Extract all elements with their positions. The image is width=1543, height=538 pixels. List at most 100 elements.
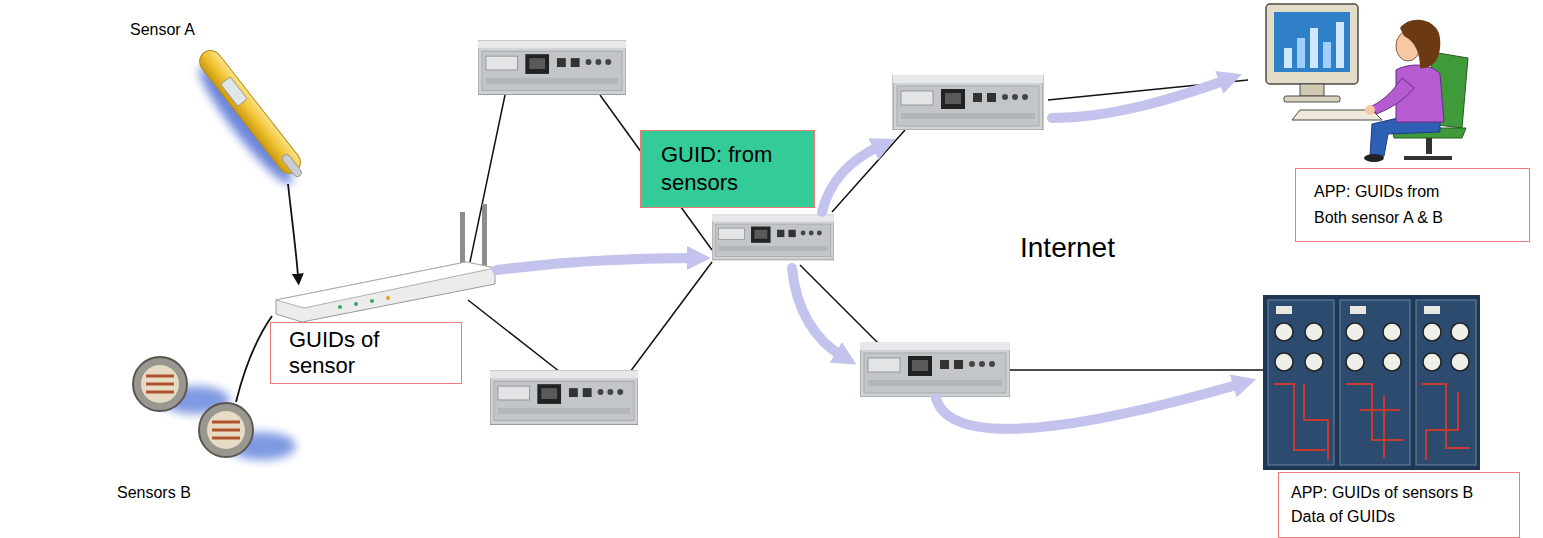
control-panel-photo [1305,353,1323,371]
wireless-router [386,296,390,300]
wireless-router [276,262,495,322]
control-panel-photo [1275,323,1469,371]
network-link [630,262,712,372]
data-flow-arrow [1052,80,1226,118]
node-label: Sensors B [117,484,191,502]
control-panel-photo [1423,353,1441,371]
control-panel-photo [1423,323,1441,341]
person-illustration [1300,84,1324,96]
network-link [468,300,560,372]
person-illustration [1323,42,1331,68]
node-label: APP: GUIDs from Both sensor A & B [1314,179,1469,231]
sensor-ellipse: Sensors B [22,372,330,534]
wireless-router [460,212,465,264]
control-panel-photo [1346,384,1404,440]
node-label: Internet [1020,232,1115,264]
light-sensor-photo [207,411,245,449]
control-panel-photo [1268,300,1334,465]
light-sensor-photo [133,357,296,460]
person-illustration [1400,20,1440,68]
wireless-router [354,302,358,306]
data-flow-arrow [497,80,1240,429]
control-panel-photo [1263,295,1480,470]
thermometer-photo [281,153,303,178]
control-panel-photo [1422,384,1470,448]
wireless-router [276,262,495,308]
control-panel-photo [1276,306,1292,314]
data-flow-arrow [497,258,694,270]
wireless-router [370,299,374,303]
control-panel-photo [1416,300,1476,465]
person-illustration [1266,4,1468,162]
thermometer-photo [195,46,305,178]
person-illustration [1372,78,1414,114]
control-panel-photo [1340,300,1410,465]
person-illustration [1404,156,1452,160]
router-device [490,370,638,424]
network-link [470,95,505,262]
sensor-link [236,184,298,402]
router-device [478,40,1043,424]
router-device [860,342,1010,397]
person-illustration [1284,96,1340,102]
light-sensor-photo [141,365,179,403]
control-panel-photo [1346,323,1364,341]
thermometer-photo [185,46,309,191]
person-illustration [1297,38,1305,68]
router-device [478,40,626,94]
control-panel-photo [1383,323,1401,341]
control-panel-photo [1274,384,1326,450]
data-flow-arrow [936,384,1240,429]
control-panel-photo [1275,353,1293,371]
wireless-router [338,305,342,309]
person-illustration [1336,22,1344,68]
guid-callout: GUIDs of sensor [270,322,462,384]
person-illustration [1274,12,1350,72]
sensor-ellipse-outline [23,373,329,533]
router-device [893,75,1043,130]
person-illustration [1364,154,1384,162]
control-panel-photo [1424,306,1440,314]
light-sensor-photo [199,403,253,457]
control-panel-photo [1350,306,1366,314]
internet-cloud-outline [380,0,1265,465]
router-device [712,215,834,260]
sensor-ellipse: Sensor A [22,3,318,189]
control-panel-photo [1304,384,1328,460]
person-illustration [1370,118,1440,156]
control-panel-photo [1383,353,1401,371]
control-panel-photo [1451,323,1469,341]
control-panel-photo [1263,295,1480,470]
sensor-link [288,184,298,276]
thermometer-photo [221,77,248,106]
person-illustration [1365,105,1375,115]
internet-cloud-outline [399,0,1262,475]
network-link [1008,369,1263,371]
light-sensor-photo [133,357,187,411]
person-illustration [1266,4,1358,84]
data-flow-arrow [792,268,842,356]
light-sensor-photo [146,376,174,392]
guid-callout: GUID: from sensors [640,130,815,208]
node-label: GUIDs of sensor [289,327,407,379]
sensor-ellipse-outline [23,4,317,188]
control-panel-photo [1360,396,1400,458]
light-sensor-photo [212,422,240,438]
node-label: APP: GUIDs of sensors B Data of GUIDs [1291,481,1507,529]
person-illustration [1426,138,1432,154]
control-panel-photo [1451,353,1469,371]
control-panel-photo [1346,353,1364,371]
internet-cloud: GUID: from sensorsInternet [380,0,1265,465]
node-label: Sensor A [130,21,195,39]
control-panel-photo [1426,392,1458,460]
sensor-ellipse-outline [22,372,330,534]
network-link [468,80,1263,372]
app-callout: APP: GUIDs of sensors B Data of GUIDs [1278,472,1520,538]
control-panel-photo [1274,384,1470,460]
sensor-link [236,316,272,402]
control-panel-photo [1275,323,1293,341]
app-callout: APP: GUIDs from Both sensor A & B [1295,168,1530,242]
control-panel-photo [1305,323,1323,341]
